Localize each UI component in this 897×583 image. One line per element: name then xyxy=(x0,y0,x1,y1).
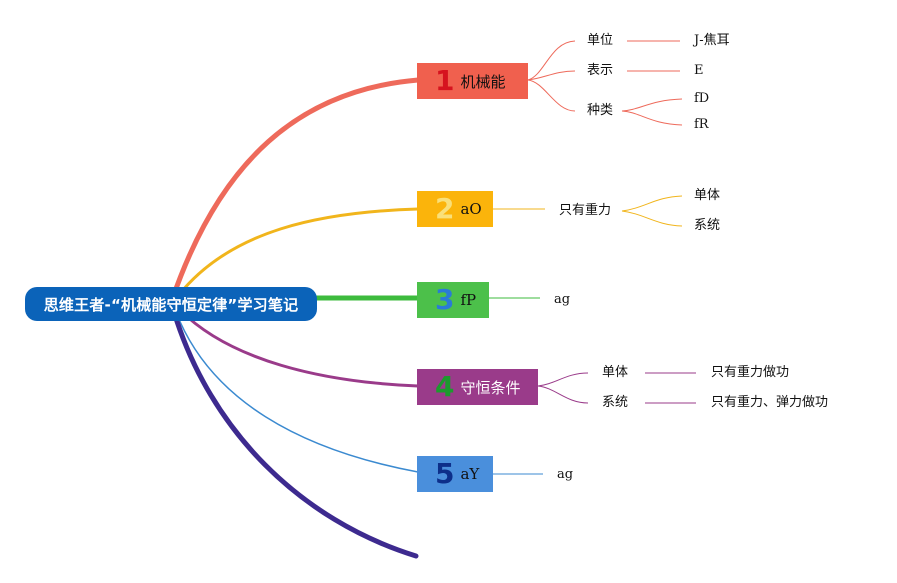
connector-branch-5 xyxy=(175,311,419,473)
branch-node-2[interactable]: 2 aO xyxy=(417,191,493,227)
connector-2-single xyxy=(621,195,683,212)
topic-single-body[interactable]: 单体 xyxy=(602,365,629,380)
connector-tail xyxy=(171,309,419,559)
topic-representation[interactable]: 表示 xyxy=(587,63,614,78)
topic-only-gravity[interactable]: 只有重力 xyxy=(559,203,612,218)
connector-branch-1 xyxy=(169,77,421,303)
branch-number-2: 2 xyxy=(435,192,455,225)
leaf-e[interactable]: E xyxy=(694,63,704,78)
topic-unit[interactable]: 单位 xyxy=(587,33,614,48)
branch-label-2: aO xyxy=(460,200,482,218)
leaf-ag-3[interactable]: ag xyxy=(554,292,571,307)
branch-node-1[interactable]: 1 机械能 xyxy=(417,63,528,99)
branch-label-3: fP xyxy=(460,291,477,309)
leaf-only-gravity-work[interactable]: 只有重力做功 xyxy=(711,365,790,380)
branch-node-3[interactable]: 3 fP xyxy=(417,282,489,318)
branch-number-1: 1 xyxy=(435,64,455,97)
branch-label-5: aY xyxy=(460,465,480,483)
branch-number-5: 5 xyxy=(435,457,455,490)
connector-4-single xyxy=(537,372,589,387)
leaf-fd[interactable]: fD xyxy=(694,91,710,106)
connector-1-kind xyxy=(527,79,576,112)
topic-kinds[interactable]: 种类 xyxy=(587,103,614,118)
connector-1-repr xyxy=(527,70,576,81)
branch-label-4: 守恒条件 xyxy=(460,378,521,397)
leaf-fr[interactable]: fR xyxy=(694,117,709,132)
leaf-ag-5[interactable]: ag xyxy=(557,467,574,482)
leaf-single-body[interactable]: 单体 xyxy=(694,188,721,203)
branch-node-5[interactable]: 5 aY xyxy=(417,456,493,492)
leaf-joule[interactable]: J-焦耳 xyxy=(694,33,730,48)
topic-system[interactable]: 系统 xyxy=(602,395,629,410)
root-node[interactable]: 思维王者-“机械能守恒定律”学习笔记 xyxy=(25,287,317,321)
branch-number-3: 3 xyxy=(435,283,455,316)
branch-label-1: 机械能 xyxy=(460,72,506,91)
connector-1-unit xyxy=(527,40,576,81)
leaf-system[interactable]: 系统 xyxy=(694,218,721,233)
connector-1-kind-fd xyxy=(621,98,683,112)
connector-4-system xyxy=(537,385,589,404)
branch-number-4: 4 xyxy=(435,370,455,403)
leaf-gravity-elastic-work[interactable]: 只有重力、弹力做功 xyxy=(711,395,829,410)
connector-branch-2 xyxy=(176,207,419,297)
branch-node-4[interactable]: 4 守恒条件 xyxy=(417,369,538,405)
connector-1-kind-fr xyxy=(621,110,683,126)
root-label: 思维王者-“机械能守恒定律”学习笔记 xyxy=(43,295,299,314)
connector-2-system xyxy=(621,210,683,227)
connector-branch-4 xyxy=(178,308,419,388)
